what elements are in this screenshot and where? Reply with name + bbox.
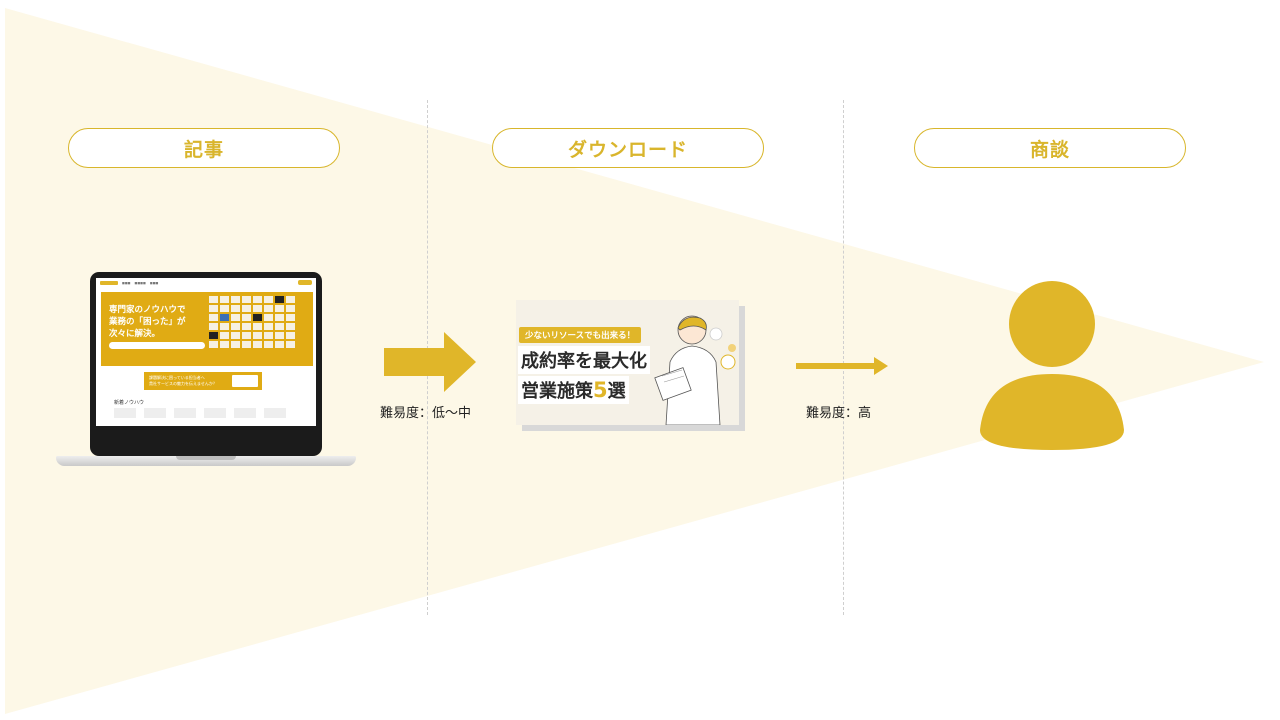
arrow-right-icon	[384, 332, 476, 392]
screen-nav: ■■■■■■■■■■	[96, 278, 316, 287]
document-tag: 少ないリソースでも出来る！	[519, 327, 642, 343]
screen-thumbnails	[114, 408, 286, 418]
laptop-base	[56, 456, 356, 466]
stage-divider	[843, 100, 844, 615]
document-title-prefix: 営業施策	[521, 381, 593, 402]
screen-hero-text: 専門家のノウハウで 業務の「困った」が 次々に解決。	[109, 305, 186, 339]
document-title-suffix: 選	[607, 381, 626, 402]
document-title-line2: 営業施策5選	[518, 376, 629, 404]
screen-banner-image	[232, 375, 258, 387]
screen-banner: 課題解決に困っている担当者へ 貴社サービスの魅力を伝えませんか？	[144, 372, 262, 390]
document-illustration	[654, 315, 736, 425]
document-title-number: 5	[593, 378, 608, 402]
stage-label-article: 記事	[68, 128, 340, 168]
download-document: 少ないリソースでも出来る！ 成約率を最大化 営業施策5選	[516, 300, 739, 425]
stage-label-download: ダウンロード	[492, 128, 764, 168]
screen-caption: 新着ノウハウ	[114, 400, 145, 406]
arrow-right-icon	[796, 357, 888, 375]
screen-logo-grid	[209, 296, 301, 348]
person-icon	[980, 281, 1124, 450]
stage-label-meeting: 商談	[914, 128, 1186, 168]
difficulty-high: 難易度：高	[806, 406, 872, 421]
difficulty-low-mid: 難易度：低〜中	[380, 406, 472, 421]
laptop-icon: ■■■■■■■■■■ 専門家のノウハウで 業務の「困った」が 次々に解決。 課題…	[56, 272, 356, 478]
screen-search-bar	[109, 342, 205, 349]
screen-hero: 専門家のノウハウで 業務の「困った」が 次々に解決。	[101, 292, 313, 366]
laptop-screen: ■■■■■■■■■■ 専門家のノウハウで 業務の「困った」が 次々に解決。 課題…	[96, 278, 316, 426]
laptop-notch	[176, 456, 236, 460]
laptop-lid: ■■■■■■■■■■ 専門家のノウハウで 業務の「困った」が 次々に解決。 課題…	[90, 272, 322, 456]
screen-banner-text: 課題解決に困っている担当者へ 貴社サービスの魅力を伝えませんか？	[149, 375, 217, 386]
document-title-line1: 成約率を最大化	[518, 346, 650, 374]
